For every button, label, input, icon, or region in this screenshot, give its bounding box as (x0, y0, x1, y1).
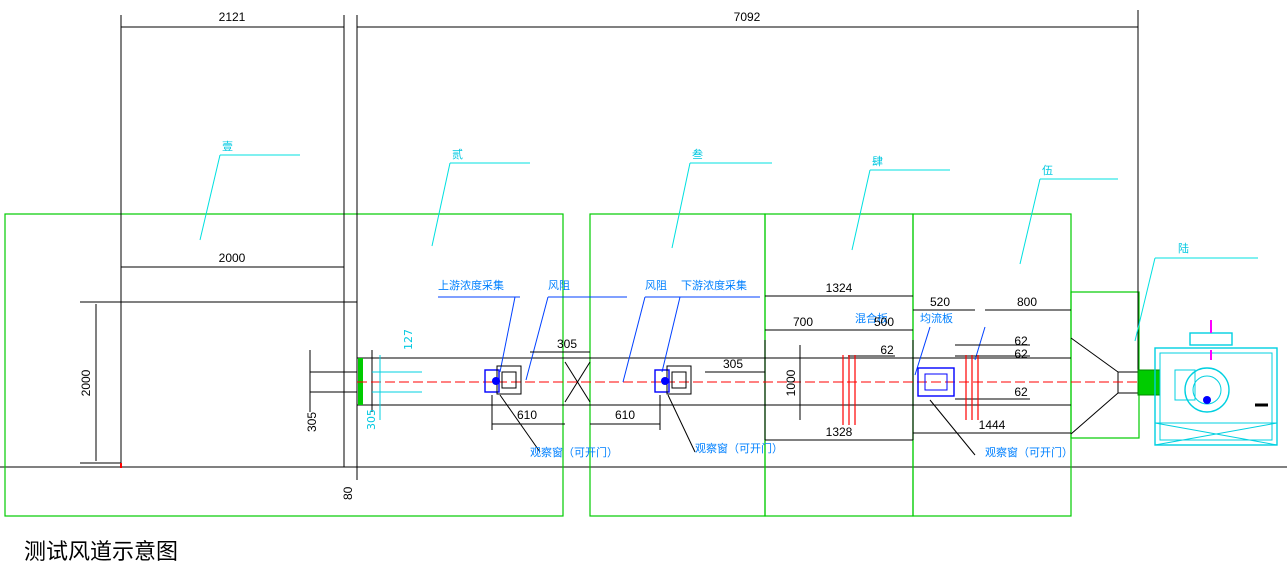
section-leaders (199, 154, 1258, 342)
dim-lines-mid (491, 351, 765, 430)
dim-700: 700 (793, 315, 813, 329)
section-label-1: 壹 (222, 140, 233, 153)
label-damper-b: 风阻 (645, 279, 667, 292)
plates (842, 355, 979, 425)
label-mixing-plate: 混合板 (855, 311, 888, 325)
dim-1444: 1444 (979, 418, 1006, 432)
sampler-upstream (484, 365, 522, 395)
dim-62-b: 62 (1014, 334, 1028, 348)
wind-tunnel-diagram: 2121 7092 2000 2000 壹 贰 叁 肆 伍 陆 (0, 10, 1287, 517)
dim-62-a: 62 (880, 343, 894, 357)
top-dimensions (80, 10, 1139, 480)
section-label-4: 肆 (872, 155, 883, 168)
diagram-caption: 测试风道示意图 (24, 540, 179, 565)
dim-2000-width: 2000 (219, 251, 246, 265)
section-box-1 (4, 213, 564, 517)
dim-62-d: 62 (1014, 385, 1028, 399)
dim-305-a: 305 (557, 337, 577, 351)
dim-2000-height: 2000 (79, 369, 93, 396)
fan-unit (1137, 320, 1278, 446)
dim-520: 520 (930, 295, 950, 309)
dim-1328: 1328 (826, 425, 853, 439)
section-label-5: 伍 (1042, 164, 1053, 177)
dim-80: 80 (341, 486, 355, 500)
label-window-c: 观察窗（可开门） (985, 445, 1073, 459)
section-label-3: 叁 (692, 147, 703, 161)
dim-305-b: 305 (723, 357, 743, 371)
observation-window-inner (924, 373, 948, 391)
label-window-b: 观察窗（可开门） (695, 441, 783, 455)
dim-1324: 1324 (826, 281, 853, 295)
inlet-marks (372, 355, 422, 420)
section-label-6: 陆 (1178, 241, 1189, 255)
duct (309, 337, 1139, 440)
dim-62-c: 62 (1014, 347, 1028, 361)
section-box-4 (764, 213, 914, 517)
section-box-5 (912, 213, 1072, 517)
dim-305-inlet: 305 (365, 409, 378, 430)
dim-127: 127 (402, 329, 415, 350)
dim-610-b: 610 (615, 408, 635, 422)
section-boxes (4, 213, 1140, 517)
section-box-6 (1070, 291, 1140, 439)
dim-1000: 1000 (784, 369, 798, 396)
dim-500: 500 (874, 315, 894, 329)
dim-610-a: 610 (517, 408, 537, 422)
label-flow-plate: 均流板 (920, 311, 953, 325)
observation-window-box (917, 367, 955, 397)
label-downstream-sampling: 下游浓度采集 (681, 278, 747, 292)
dim-7092: 7092 (734, 10, 761, 24)
component-leaders (438, 296, 986, 383)
window-leaders (499, 394, 976, 456)
dim-lines-right (765, 295, 1071, 441)
dim-305-left: 305 (305, 412, 319, 432)
section-label-2: 贰 (452, 147, 463, 161)
label-damper-a: 风阻 (548, 279, 570, 292)
label-window-a: 观察窗（可开门） (530, 445, 618, 459)
label-upstream-sampling: 上游浓度采集 (438, 278, 504, 292)
dim-2121: 2121 (219, 10, 246, 24)
dim-800: 800 (1017, 295, 1037, 309)
sampler-downstream (654, 365, 692, 395)
